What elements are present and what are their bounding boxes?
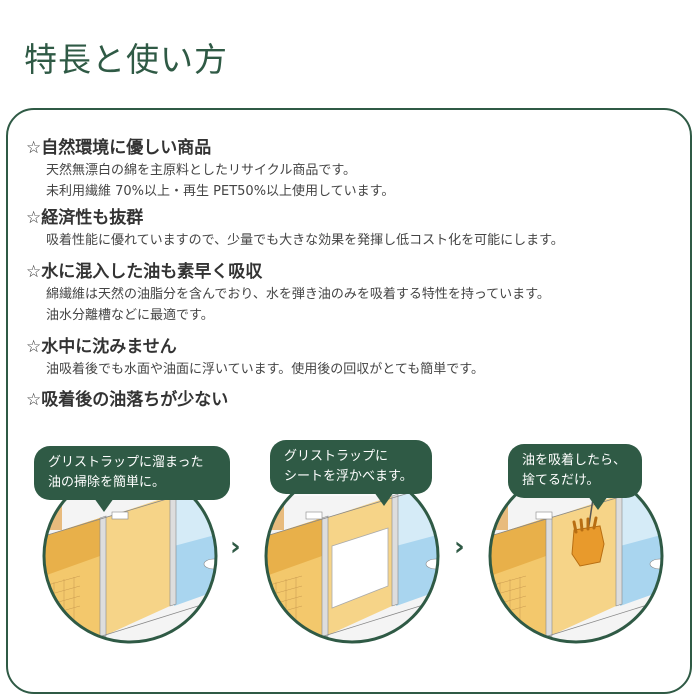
feature-heading: ☆自然環境に優しい商品: [26, 138, 212, 158]
grease-trap-illustration-3: [488, 468, 664, 644]
feature-heading: ☆経済性も抜群: [26, 208, 144, 228]
feature-desc-line: 天然無漂白の綿を主原料としたリサイクル商品です。: [46, 163, 357, 178]
bubble-line: 捨てるだけ。: [522, 473, 600, 488]
next-arrow-icon: ›: [454, 532, 465, 562]
step-2: グリストラップに シートを浮かべます。: [252, 436, 452, 646]
step-bubble: 油を吸着したら、 捨てるだけ。: [508, 444, 642, 510]
step-1: グリストラップに溜まった 油の掃除を簡単に。: [30, 436, 230, 646]
step-3: 油を吸着したら、 捨てるだけ。: [476, 436, 676, 646]
next-arrow-icon: ›: [230, 532, 241, 562]
feature-economy: ☆経済性も抜群 吸着性能に優れていますので、少量でも大きな効果を発揮し低コスト化…: [26, 206, 564, 251]
grease-trap-illustration-2: [264, 468, 440, 644]
bubble-line: 油の掃除を簡単に。: [48, 475, 166, 490]
bubble-line: シートを浮かべます。: [284, 469, 413, 484]
feature-desc-line: 油水分離槽などに最適です。: [46, 308, 214, 323]
bubble-line: グリストラップに: [284, 449, 389, 464]
feature-heading: ☆水に混入した油も素早く吸収: [26, 262, 263, 282]
feature-absorb: ☆水に混入した油も素早く吸収 綿繊維は天然の油脂分を含んでおり、水を弾き油のみを…: [26, 260, 550, 326]
feature-eco: ☆自然環境に優しい商品 天然無漂白の綿を主原料としたリサイクル商品です。 未利用…: [26, 136, 394, 202]
step-bubble: グリストラップに溜まった 油の掃除を簡単に。: [34, 446, 230, 512]
feature-desc-line: 綿繊維は天然の油脂分を含んでおり、水を弾き油のみを吸着する特性を持っています。: [46, 287, 550, 302]
features-panel: [6, 108, 692, 694]
bubble-line: グリストラップに溜まった: [48, 455, 204, 470]
page-title: 特長と使い方: [24, 40, 228, 79]
feature-float: ☆水中に沈みません 油吸着後でも水面や油面に浮いています。使用後の回収がとても簡…: [26, 335, 484, 380]
step-bubble: グリストラップに シートを浮かべます。: [270, 440, 432, 506]
feature-heading: ☆吸着後の油落ちが少ない: [26, 390, 229, 410]
grease-trap-illustration-1: [42, 468, 218, 644]
feature-heading: ☆水中に沈みません: [26, 337, 177, 357]
feature-desc-line: 吸着性能に優れていますので、少量でも大きな効果を発揮し低コスト化を可能にします。: [46, 233, 564, 248]
feature-desc-line: 未利用繊維 70%以上・再生 PET50%以上使用しています。: [46, 184, 395, 199]
feature-no-drip: ☆吸着後の油落ちが少ない: [26, 388, 228, 412]
feature-desc-line: 油吸着後でも水面や油面に浮いています。使用後の回収がとても簡単です。: [46, 362, 484, 377]
bubble-line: 油を吸着したら、: [522, 453, 627, 468]
